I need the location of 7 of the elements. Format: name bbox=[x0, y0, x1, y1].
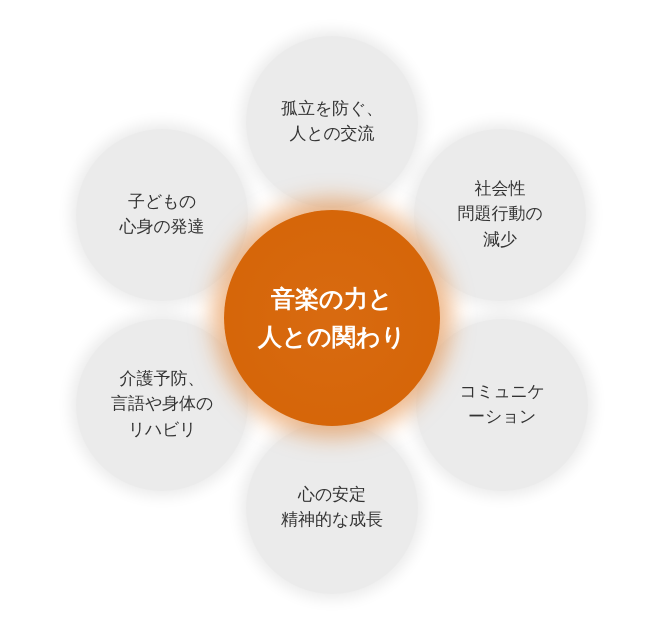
circle-label: 介護予防、言語や身体のリハビリ bbox=[111, 368, 213, 442]
circle-label: 孤立を防ぐ、人との交流 bbox=[281, 98, 383, 146]
circle-label: 社会性問題行動の減少 bbox=[458, 178, 542, 252]
circle-label: 心の安定精神的な成長 bbox=[281, 484, 383, 532]
circle-label: コミュニケーション bbox=[460, 380, 544, 429]
circle-label: 子どもの心身の発達 bbox=[120, 190, 204, 239]
circle-label: 音楽の力と人との関わり bbox=[258, 284, 406, 353]
